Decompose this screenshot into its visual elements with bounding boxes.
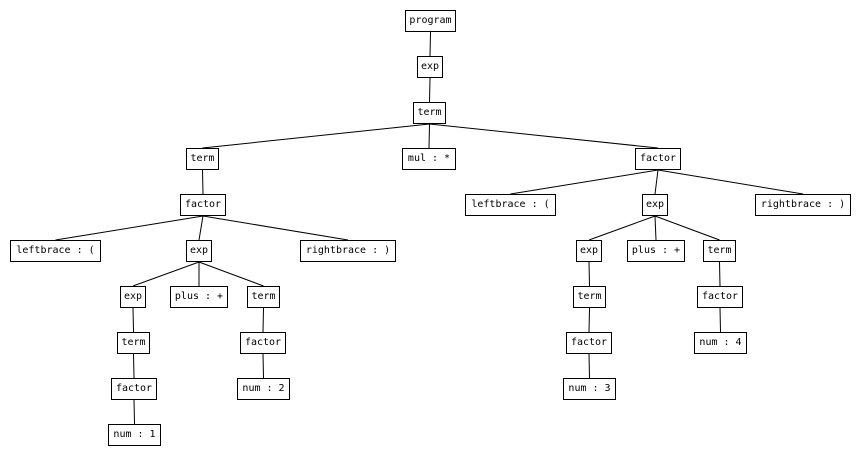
tree-node-exp-root: exp [417,56,443,78]
tree-node-term-rl: term [573,286,606,308]
tree-edge-factor_r-lb_r [510,169,659,195]
tree-edge-term_root-mul [428,123,430,149]
tree-node-factor-rr: factor [697,286,743,308]
tree-node-num1: num : 1 [108,424,161,446]
tree-node-factor-l: factor [180,194,226,216]
tree-edge-term_root-term_l [202,123,430,149]
tree-edge-exp_rl-term_rl [588,261,590,287]
tree-edge-exp_r-exp_rl [588,215,656,241]
tree-edge-factor_lr-num2 [262,353,264,379]
tree-node-term-l: term [186,148,219,170]
tree-edge-term_lr-factor_lr [262,307,264,333]
tree-node-exp-rl: exp [576,240,602,262]
tree-edge-term_ll-factor_ll [133,353,135,379]
tree-edge-program-exp_root [429,31,431,57]
tree-edge-factor_l-rb_l [202,215,349,241]
tree-edge-exp_root-term_root [429,77,431,103]
tree-edge-factor_r-rb_r [657,169,804,195]
tree-edge-term_rr-factor_rr [719,261,721,287]
tree-node-num2: num : 2 [237,378,290,400]
tree-edge-factor_rr-num4 [719,307,721,333]
tree-node-exp-r: exp [642,194,668,216]
tree-edge-factor_r-exp_r [654,169,659,195]
tree-node-exp-l: exp [186,240,212,262]
tree-node-factor-ll: factor [111,378,157,400]
tree-node-term-root: term [413,102,446,124]
tree-edge-factor_l-lb_l [55,215,204,241]
tree-edge-exp_r-plus_r [654,215,657,241]
tree-edge-factor_l-exp_l [198,215,204,241]
tree-node-num4: num : 4 [694,332,747,354]
tree-node-mul: mul : * [402,148,456,170]
tree-edge-term_rl-factor_rl [588,307,590,333]
tree-node-rb-r: rightbrace : ) [755,194,851,216]
tree-edge-exp_ll-term_ll [132,307,134,333]
tree-node-program: program [405,10,456,32]
tree-edge-factor_ll-num1 [133,399,135,425]
tree-edge-exp_l-exp_ll [132,261,200,287]
tree-node-rb-l: rightbrace : ) [300,240,396,262]
tree-node-plus-l: plus : + [170,286,228,308]
tree-node-factor-lr: factor [240,332,286,354]
tree-node-exp-ll: exp [120,286,146,308]
tree-edge-term_l-factor_l [202,169,204,195]
tree-node-factor-r: factor [635,148,681,170]
tree-node-term-lr: term [247,286,280,308]
tree-node-term-ll: term [117,332,150,354]
tree-node-term-rr: term [703,240,736,262]
tree-node-num3: num : 3 [563,378,616,400]
tree-edge-term_root-factor_r [429,123,659,149]
tree-node-lb-r: leftbrace : ( [465,194,556,216]
tree-edge-exp_l-term_lr [198,261,264,287]
tree-edge-exp_r-term_rr [654,215,720,241]
tree-edge-factor_rl-num3 [588,353,590,379]
tree-node-factor-rl: factor [566,332,612,354]
tree-node-lb-l: leftbrace : ( [10,240,101,262]
tree-node-plus-r: plus : + [627,240,685,262]
